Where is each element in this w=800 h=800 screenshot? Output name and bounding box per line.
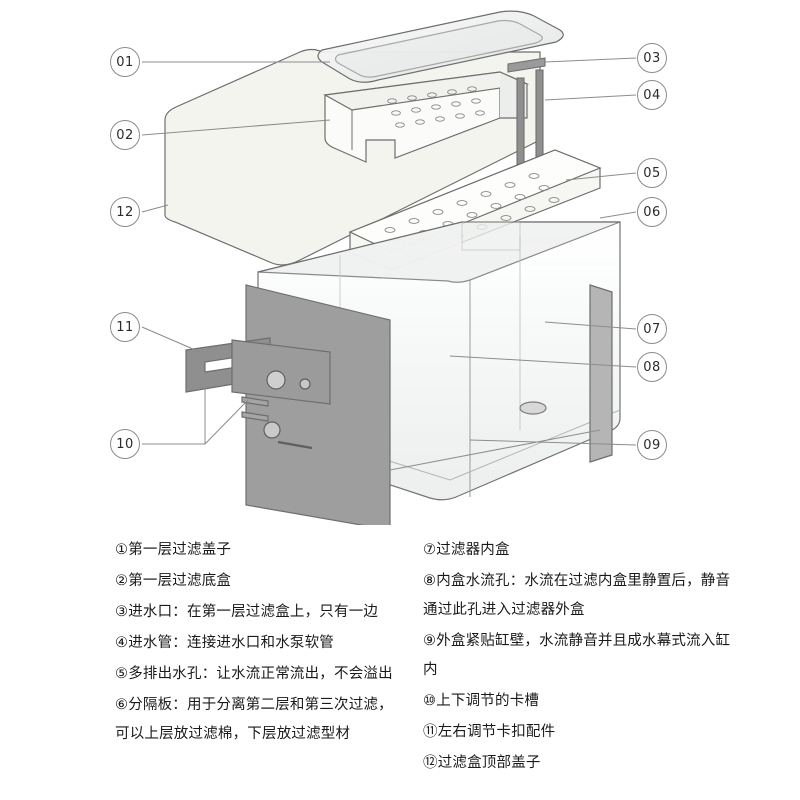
part-01-top-lid	[317, 10, 564, 83]
part-10-11-bracket	[185, 337, 331, 450]
callout-07: 07	[637, 314, 667, 344]
exploded-diagram: 01 02 12 11 10 03 04 05 06 07 08 09	[110, 10, 667, 525]
callout-leader-lines	[141, 57, 637, 446]
callout-04: 04	[637, 80, 667, 110]
callout-12: 12	[110, 197, 140, 227]
legend: ①第一层过滤盖子 ②第一层过滤底盒 ③进水口：在第一层过滤盒上，只有一边 ④进水…	[0, 528, 800, 800]
legend-item-8: ⑧内盒水流孔：水流在过滤内盒里静置后，静音通过此孔进入过滤器外盒	[423, 573, 731, 618]
legend-item-3: ③进水口：在第一层过滤盒上，只有一边	[115, 604, 379, 620]
callout-09: 09	[637, 430, 667, 460]
legend-item-12: ⑫过滤盒顶部盖子	[423, 755, 541, 771]
callout-10: 10	[110, 429, 140, 459]
callout-06: 06	[637, 197, 667, 227]
legend-item-10: ⑩上下调节的卡槽	[423, 693, 540, 709]
callout-03: 03	[637, 43, 667, 73]
legend-item-2: ②第一层过滤底盒	[115, 573, 232, 589]
callout-11: 11	[110, 312, 140, 342]
callout-08: 08	[637, 352, 667, 382]
callout-05: 05	[637, 158, 667, 188]
part-09-outer-box	[245, 284, 613, 525]
legend-item-6: ⑥分隔板：用于分离第二层和第三次过滤，可以上层放过滤棉，下层放过滤型材	[115, 697, 393, 742]
legend-item-7: ⑦过滤器内盒	[423, 542, 510, 558]
legend-column-left: ①第一层过滤盖子 ②第一层过滤底盒 ③进水口：在第一层过滤盒上，只有一边 ④进水…	[115, 536, 405, 800]
legend-item-11: ⑪左右调节卡扣配件	[423, 724, 556, 740]
callout-01: 01	[110, 47, 140, 77]
legend-item-5: ⑤多排出水孔：让水流正常流出，不会溢出	[115, 666, 393, 682]
legend-item-4: ④进水管：连接进水口和水泵软管	[115, 635, 334, 651]
legend-column-right: ⑦过滤器内盒 ⑧内盒水流孔：水流在过滤内盒里静置后，静音通过此孔进入过滤器外盒 …	[423, 536, 743, 800]
callout-02: 02	[110, 120, 140, 150]
legend-item-1: ①第一层过滤盖子	[115, 542, 232, 558]
legend-item-9: ⑨外盒紧贴缸壁，水流静音并且成水幕式流入缸内	[423, 633, 731, 678]
